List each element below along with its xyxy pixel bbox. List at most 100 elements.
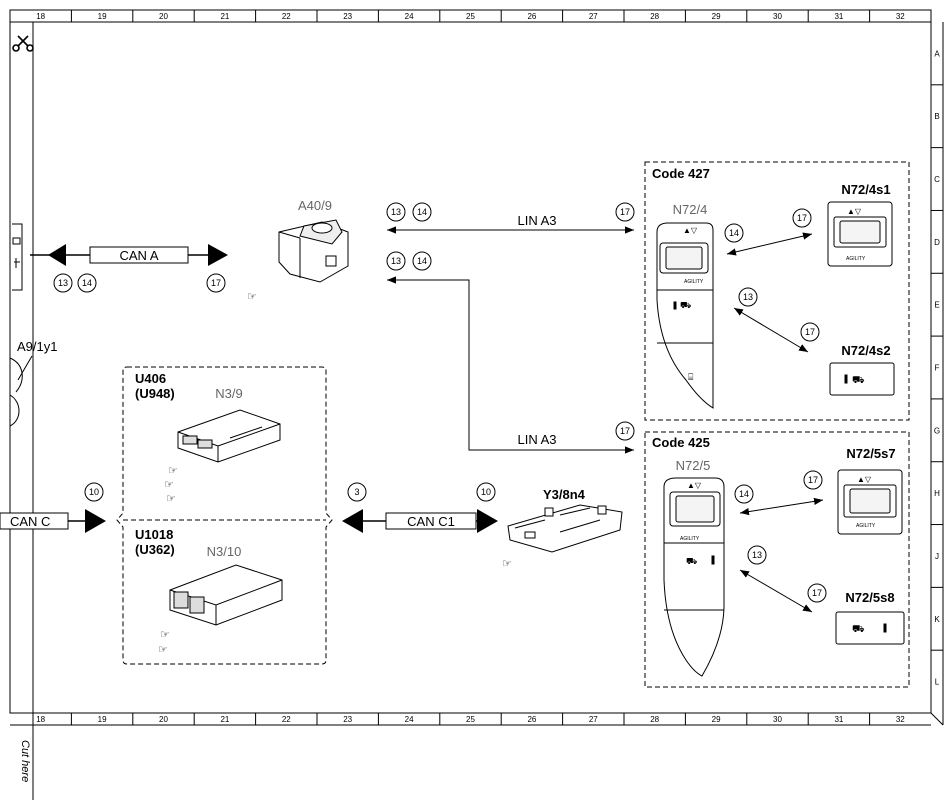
ref-circle: 13 <box>738 287 758 307</box>
lin-a3-lower-line: LIN A3 <box>387 276 634 454</box>
column-number: 30 <box>773 12 782 21</box>
u406-variant: U406 <box>135 371 166 386</box>
ref-circle: 17 <box>615 421 635 441</box>
svg-text:⛟: ⛟ <box>686 556 697 566</box>
n72-5s8-label: N72/5s8 <box>845 590 894 605</box>
ref-circle: 17 <box>792 208 812 228</box>
column-number: 26 <box>527 715 536 724</box>
y3-8n4-plate-drawing <box>507 504 623 553</box>
code-427-box <box>644 161 910 421</box>
column-number: 21 <box>220 715 229 724</box>
a9-1y1-partial-drawing <box>9 355 33 427</box>
ref-circle: 13 <box>53 273 73 293</box>
svg-text:☞: ☞ <box>166 493 176 505</box>
n72-5-switch-panel: AGILITY ▲▽ ⛟ <box>663 477 725 677</box>
ref-circle: 17 <box>615 202 635 222</box>
svg-text:13: 13 <box>391 256 401 266</box>
n72-5s7-switch: ▲▽ AGILITY <box>837 469 903 535</box>
svg-text:AGILITY: AGILITY <box>846 256 866 262</box>
column-ruler: 1818191920202121222223232424252526262727… <box>36 10 905 725</box>
svg-text:☞: ☞ <box>247 291 257 303</box>
column-number: 30 <box>773 715 782 724</box>
row-letter: G <box>934 426 940 435</box>
row-letter: C <box>934 175 940 184</box>
svg-text:☞: ☞ <box>158 644 168 656</box>
column-number: 22 <box>282 12 291 21</box>
lin-a3-lower-label: LIN A3 <box>517 432 556 447</box>
ref-circle: 17 <box>206 273 226 293</box>
ref-circle: 17 <box>807 583 827 603</box>
can-a-bus: CAN A <box>30 244 228 266</box>
svg-text:⌸: ⌸ <box>688 372 694 382</box>
row-letter: H <box>934 489 940 498</box>
code-427-label: Code 427 <box>652 166 710 181</box>
svg-text:▲▽: ▲▽ <box>857 475 872 484</box>
svg-text:17: 17 <box>812 588 822 598</box>
svg-text:☞: ☞ <box>502 558 512 570</box>
column-number: 24 <box>405 12 414 21</box>
row-letter: A <box>934 49 940 58</box>
ref-circle: 14 <box>412 251 432 271</box>
column-number: 27 <box>589 12 598 21</box>
svg-text:10: 10 <box>481 487 491 497</box>
row-letter: B <box>934 112 939 121</box>
can-c-bus: CAN C <box>0 509 106 533</box>
svg-text:13: 13 <box>58 278 68 288</box>
engine-ecu-group-box <box>116 366 333 665</box>
svg-text:14: 14 <box>417 256 427 266</box>
lin-a3-upper-label: LIN A3 <box>517 213 556 228</box>
ref-circle: 13 <box>386 202 406 222</box>
svg-text:13: 13 <box>752 550 762 560</box>
row-letter: D <box>934 238 940 247</box>
ref-circle: 3 <box>347 482 367 502</box>
column-number: 23 <box>343 715 352 724</box>
u948-variant: (U948) <box>135 386 175 401</box>
column-number: 25 <box>466 715 475 724</box>
y3-8n4-label: Y3/8n4 <box>543 487 586 502</box>
column-number: 21 <box>220 12 229 21</box>
svg-text:⛟: ⛟ <box>852 624 865 635</box>
column-number: 29 <box>712 12 721 21</box>
n72-4-s1-link <box>726 232 813 256</box>
n72-4s1-switch: ▲▽ AGILITY <box>827 201 893 267</box>
n72-5s7-label: N72/5s7 <box>846 446 895 461</box>
ref-circle: 14 <box>734 484 754 504</box>
svg-text:☞: ☞ <box>160 629 170 641</box>
svg-text:AGILITY: AGILITY <box>856 523 876 529</box>
svg-text:AGILITY: AGILITY <box>684 279 704 285</box>
ref-circle: 13 <box>386 251 406 271</box>
ref-circle: 17 <box>803 470 823 490</box>
column-number: 18 <box>36 715 45 724</box>
row-letter: F <box>935 364 940 373</box>
column-number: 27 <box>589 715 598 724</box>
u362-variant: (U362) <box>135 542 175 557</box>
svg-text:⛟: ⛟ <box>680 300 691 310</box>
svg-text:⛟: ⛟ <box>852 375 865 386</box>
n72-5s8-switch: ⛟ <box>835 611 905 645</box>
pointer-hand-icon: ☞ <box>247 291 257 303</box>
ref-circle: 14 <box>724 223 744 243</box>
svg-text:17: 17 <box>797 213 807 223</box>
svg-text:3: 3 <box>354 487 359 497</box>
svg-text:▲▽: ▲▽ <box>683 226 698 235</box>
ref-circle: 10 <box>84 482 104 502</box>
svg-text:17: 17 <box>620 207 630 217</box>
a40-9-label: A40/9 <box>298 198 332 213</box>
n72-4s2-label: N72/4s2 <box>841 343 890 358</box>
can-c-label: CAN C <box>10 514 50 529</box>
n72-5-s8-link <box>739 569 813 613</box>
column-number: 24 <box>405 715 414 724</box>
svg-text:17: 17 <box>808 475 818 485</box>
svg-text:14: 14 <box>739 489 749 499</box>
column-number: 22 <box>282 715 291 724</box>
svg-text:14: 14 <box>417 207 427 217</box>
column-number: 28 <box>650 715 659 724</box>
column-number: 25 <box>466 12 475 21</box>
ruler-frame <box>9 9 944 800</box>
column-number: 29 <box>712 715 721 724</box>
column-number: 19 <box>98 12 107 21</box>
n3-10-label: N3/10 <box>207 544 242 559</box>
n72-4s1-label: N72/4s1 <box>841 182 890 197</box>
